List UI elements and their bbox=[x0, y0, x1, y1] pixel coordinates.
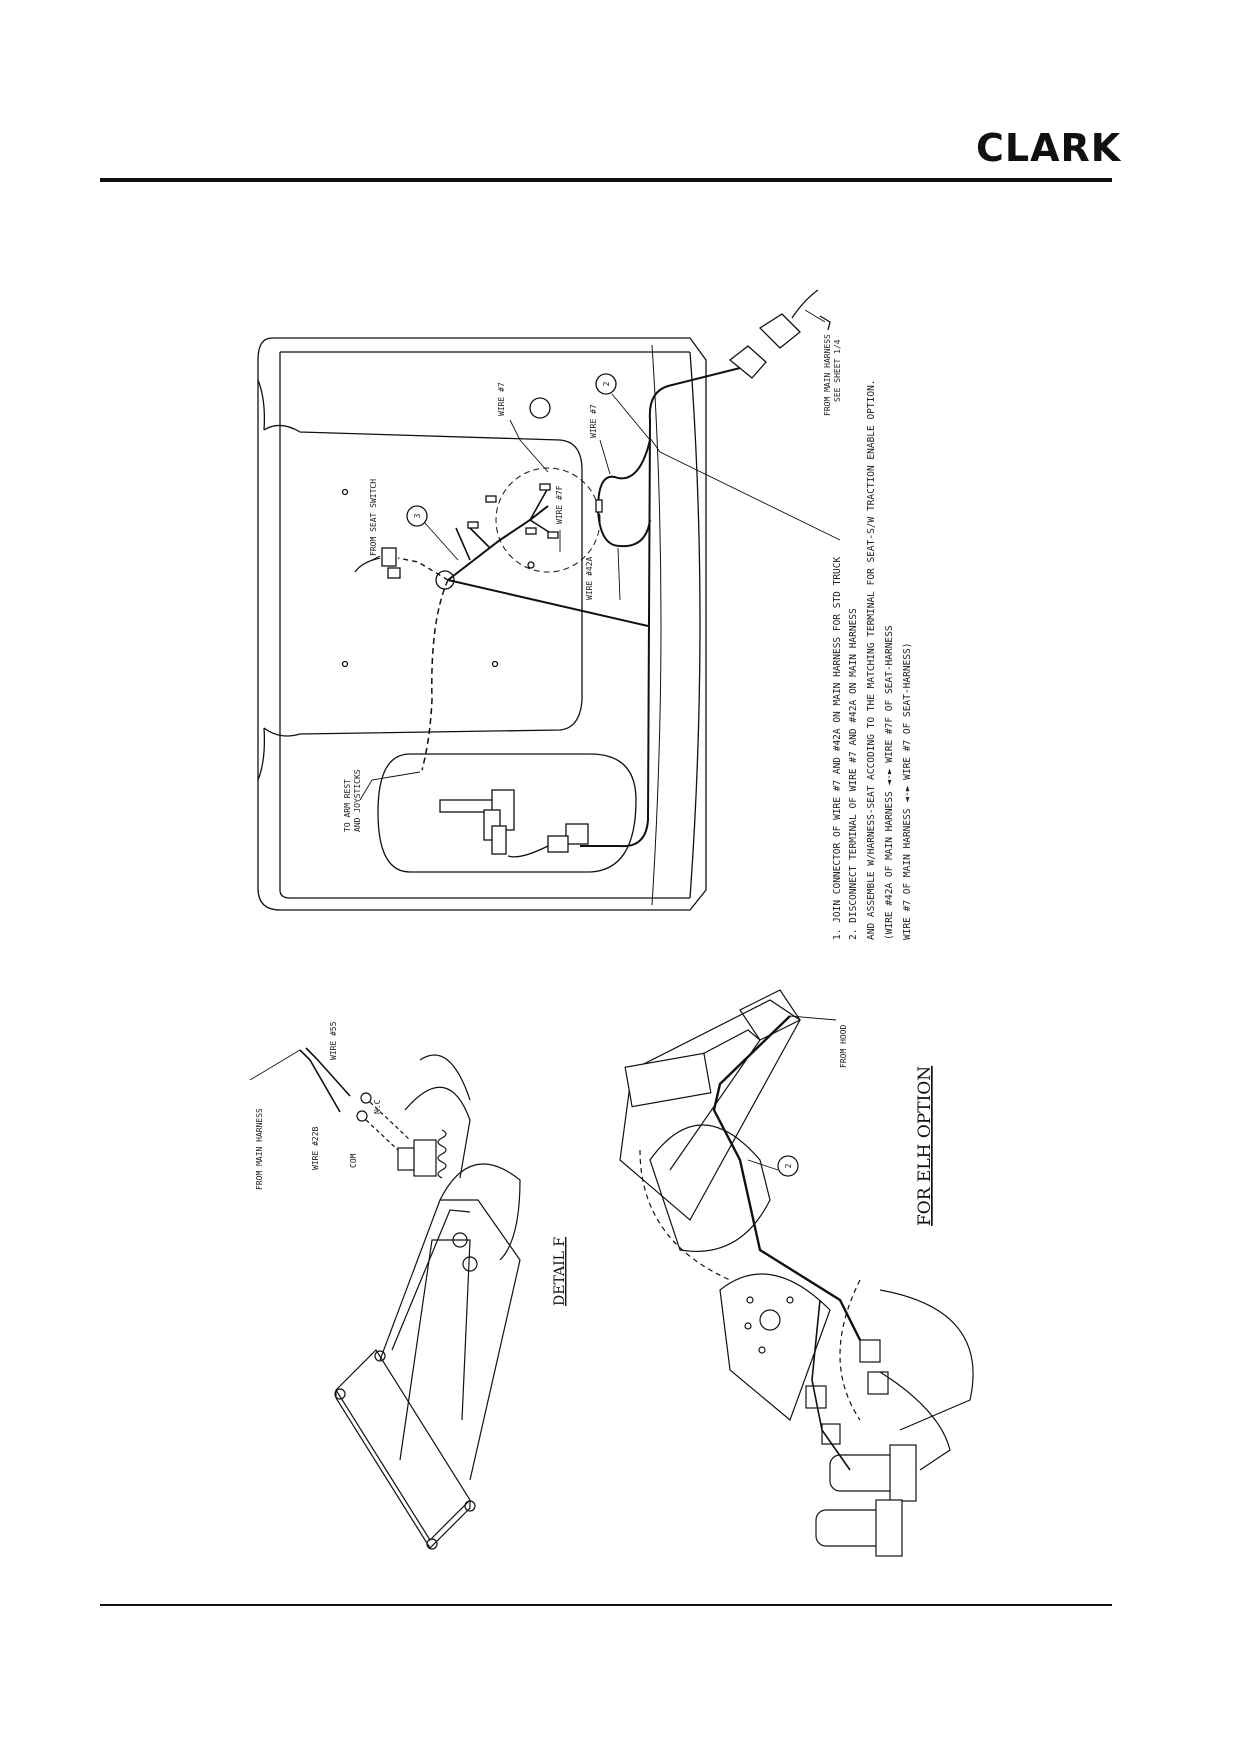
seat-hole bbox=[529, 397, 551, 419]
elh-option-title: FOR ELH OPTION bbox=[915, 1066, 935, 1226]
note-line-4: (WIRE #42A OF MAIN HARNESS ◄-► WIRE #7F … bbox=[884, 625, 895, 940]
note-line-3: AND ASSEMBLE W/HARNESS-SEAT ACCODING TO … bbox=[866, 379, 877, 940]
label-from-seat-switch: FROM SEAT SWITCH bbox=[369, 479, 378, 556]
seat-hole bbox=[341, 488, 349, 496]
wire-connector bbox=[547, 531, 559, 539]
label-arm-rest-1: TO ARM REST bbox=[343, 779, 352, 832]
detail-f-spring bbox=[437, 1129, 447, 1179]
seat-hole bbox=[341, 660, 349, 668]
console-top-module bbox=[624, 1052, 712, 1108]
label-wire-7f: WIRE #7F bbox=[555, 485, 564, 524]
callout-3-circle bbox=[406, 505, 428, 527]
wire-connector bbox=[525, 527, 537, 535]
seat-hole bbox=[491, 660, 499, 668]
note-line-5: WIRE #7 OF MAIN HARNESS ◄-► WIRE #7 OF S… bbox=[902, 643, 913, 940]
seat-inner-outline bbox=[279, 351, 690, 899]
terminal-nc bbox=[360, 1092, 372, 1104]
armrest-dashed-wire bbox=[421, 579, 449, 771]
pedal-arm bbox=[379, 1199, 521, 1481]
elh-option-drawing bbox=[619, 989, 974, 1557]
callout-2-circle bbox=[595, 373, 617, 395]
wire-connector bbox=[595, 499, 603, 513]
footer-rule bbox=[100, 1604, 1112, 1606]
pedal-base-plate bbox=[335, 1349, 471, 1541]
elh-harness-wire bbox=[712, 1015, 862, 1341]
elh-callout-2-label: 2 bbox=[784, 1163, 793, 1168]
label-main-harness-2: SEE SHEET 1/4 bbox=[833, 339, 842, 402]
seat-outline bbox=[257, 337, 707, 911]
seat-back-panel bbox=[263, 424, 583, 737]
terminal-com bbox=[356, 1110, 368, 1122]
note-line-1: 1. JOIN CONNECTOR OF WIRE #7 AND #42A ON… bbox=[832, 557, 843, 940]
label-from-main-harness: FROM MAIN HARNESS bbox=[255, 1108, 264, 1190]
header-rule bbox=[100, 178, 1112, 182]
elh-callout-2-circle bbox=[777, 1155, 799, 1177]
label-arm-rest-2: AND JOYSTICKS bbox=[353, 769, 362, 832]
detail-f-switch bbox=[413, 1139, 437, 1177]
armrest-outline bbox=[377, 753, 637, 873]
wire-connector bbox=[485, 495, 497, 503]
wire-connector bbox=[539, 483, 551, 491]
joystick-cover bbox=[879, 1289, 974, 1431]
seat-hole bbox=[435, 570, 455, 590]
seat-front-edge bbox=[689, 351, 701, 899]
callout-2-label: 2 bbox=[602, 381, 611, 386]
label-wire-22b: WIRE #22B bbox=[311, 1126, 320, 1170]
clark-logo: CLARK bbox=[976, 126, 1122, 170]
label-wire-55: WIRE #55 bbox=[329, 1021, 338, 1060]
seat-switch-connector bbox=[381, 547, 397, 567]
seat-diagram bbox=[257, 289, 841, 911]
label-from-hood: FROM HOOD bbox=[839, 1024, 848, 1068]
main-harness-wire bbox=[580, 367, 741, 848]
console-housing bbox=[619, 999, 801, 1221]
main-harness-plug bbox=[728, 345, 767, 379]
elh-connector bbox=[859, 1339, 881, 1363]
detail-f-drawing bbox=[249, 1047, 521, 1550]
label-com: COM bbox=[349, 1153, 358, 1168]
label-nc: N.C bbox=[373, 1099, 382, 1114]
label-main-harness-1: FROM MAIN HARNESS bbox=[823, 334, 832, 416]
console-fan-cover bbox=[649, 1124, 771, 1252]
detail-f-title: DETAIL F bbox=[552, 1237, 568, 1306]
mount-plate bbox=[719, 1273, 831, 1422]
elh-connector bbox=[867, 1371, 889, 1395]
note-line-2: 2. DISCONNECT TERMINAL OF WIRE #7 AND #4… bbox=[848, 608, 859, 940]
label-wire-7-lower: WIRE #7 bbox=[589, 404, 598, 438]
armrest-connector bbox=[565, 823, 589, 845]
label-wire-42a: WIRE #42A bbox=[585, 556, 594, 600]
wire-connector bbox=[467, 521, 479, 529]
seat-hole bbox=[527, 561, 535, 569]
callout-3-label: 3 bbox=[413, 513, 422, 518]
label-wire-7-upper: WIRE #7 bbox=[497, 382, 506, 416]
seat-harness-wire bbox=[447, 579, 649, 627]
assembly-notes: 1. JOIN CONNECTOR OF WIRE #7 AND #42A ON… bbox=[832, 379, 913, 940]
